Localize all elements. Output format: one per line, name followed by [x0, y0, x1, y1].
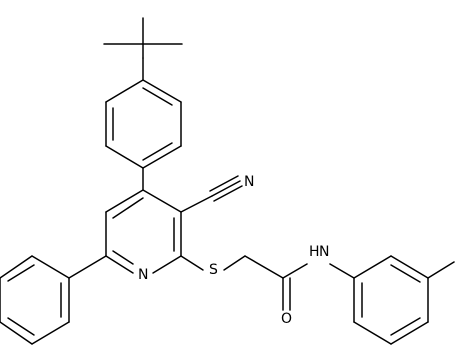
tolyl-ring: [353, 255, 455, 345]
thioacetamide-chain: [180, 255, 355, 311]
tert-butyl-group: [103, 17, 183, 81]
amide-hydrogen-label: H: [309, 244, 320, 260]
pyridine-nitrogen-label: N: [138, 267, 148, 283]
pyridine-nitrogen-bg: [135, 264, 151, 282]
sulfur-label: S: [209, 262, 218, 278]
sulfur-bg: [206, 261, 222, 279]
pyridine-ring: [105, 189, 182, 274]
atom-labels: N N S H N O: [135, 174, 329, 327]
nitrile-group: [180, 175, 243, 213]
amide-nitrogen-label: N: [319, 244, 329, 260]
carbonyl-oxygen-label: O: [281, 311, 292, 327]
nitrile-nitrogen-label: N: [244, 174, 254, 190]
tert-butylphenyl-ring: [105, 79, 182, 169]
phenyl-ring: [0, 255, 107, 345]
